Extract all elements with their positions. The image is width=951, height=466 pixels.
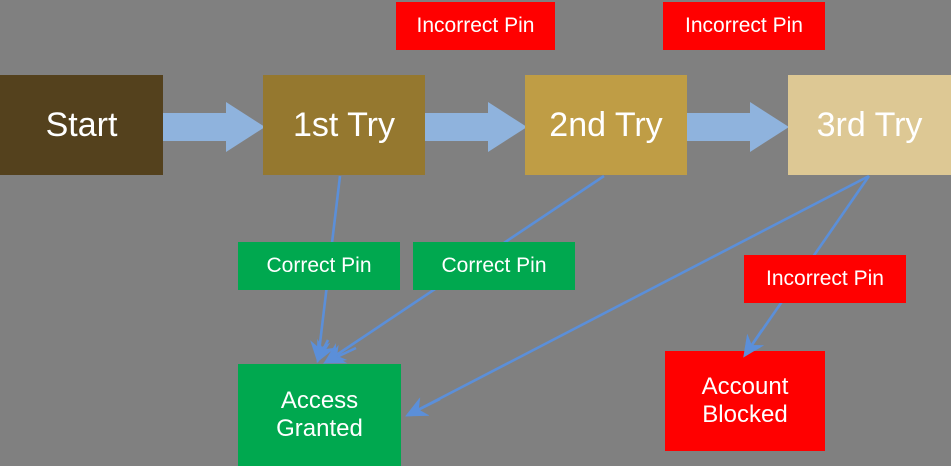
edge-label-correct-pin-try2[interactable]: Correct Pin — [413, 242, 575, 290]
edge-label-incorrect-pin-try1-try2[interactable]: Incorrect Pin — [396, 2, 555, 50]
node-start[interactable]: Start — [0, 75, 163, 175]
edge-label-correct-pin-try1[interactable]: Correct Pin — [238, 242, 400, 290]
edge-label-incorrect-pin-try3[interactable]: Incorrect Pin — [744, 255, 906, 303]
node-access-granted[interactable]: Access Granted — [238, 364, 401, 466]
node-account-blocked[interactable]: Account Blocked — [665, 351, 825, 451]
block-arrow-try1-to-try2 — [425, 102, 527, 152]
edge-label-incorrect-pin-try2-try3[interactable]: Incorrect Pin — [663, 2, 825, 50]
arrowhead-access-granted-right — [405, 397, 441, 417]
arrowhead-access-granted-top-a — [316, 338, 336, 363]
node-1st-try[interactable]: 1st Try — [263, 75, 425, 175]
block-arrow-try2-to-try3 — [687, 102, 789, 152]
node-3rd-try[interactable]: 3rd Try — [788, 75, 951, 175]
arrowhead-access-granted-top-b — [323, 344, 357, 364]
node-2nd-try[interactable]: 2nd Try — [525, 75, 687, 175]
block-arrow-start-to-try1 — [163, 102, 265, 152]
